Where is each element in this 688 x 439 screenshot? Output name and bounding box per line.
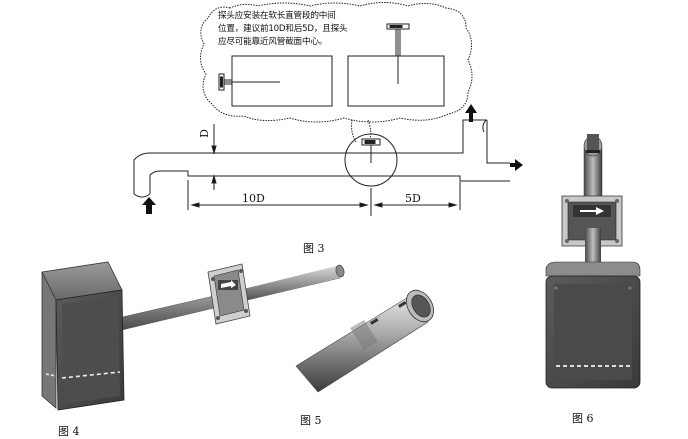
figure-5-caption: 图 5 [300,414,322,427]
installation-note: 探头应安装在软长直管段的中间 位置，建议前10D和后5D，且探头 应尽可能靠近风… [218,10,383,49]
diameter-label: D [197,129,211,138]
figure-4-caption: 图 4 [58,425,80,438]
duct-body [133,119,487,194]
figure-3-caption: 图 3 [303,242,325,255]
outlet-right-arrow-icon [510,159,523,171]
callout-bubble [200,2,473,123]
note-line-3: 应尽可能靠近风管截面中心。 [218,37,328,47]
note-line-1: 探头应安装在软长直管段的中间 [218,11,336,21]
transmitter-front-view [545,134,641,389]
example-panel-top [347,55,445,107]
inlet-arrow-icon [142,197,156,214]
example-panel-side [231,55,333,107]
downstream-length-label: 5D [405,192,421,205]
probe-tip-closeup [295,289,434,393]
duct-diagram [133,2,523,216]
upstream-length-label: 10D [242,192,265,205]
transmitter-angled-view [41,261,345,411]
figure-6-caption: 图 6 [572,412,594,425]
magnifier-circle [344,133,398,187]
note-line-2: 位置，建议前10D和后5D，且探头 [218,24,348,34]
outlet-up-arrow-icon [465,104,477,122]
